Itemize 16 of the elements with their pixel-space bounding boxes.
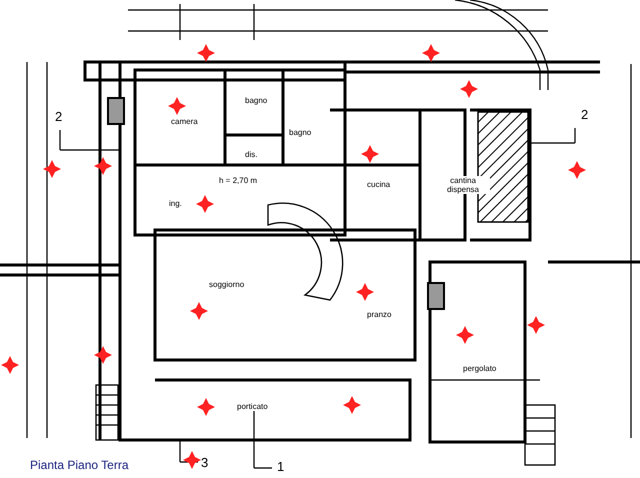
section-mark: 1 bbox=[276, 462, 286, 471]
section-mark: 3 bbox=[200, 458, 210, 467]
room-name: bagno bbox=[288, 128, 312, 137]
room-name: soggiorno bbox=[208, 280, 246, 289]
room-name: camera bbox=[170, 117, 199, 126]
room-name: pranzo bbox=[366, 310, 392, 319]
room-name: pergolato bbox=[462, 364, 498, 373]
section-mark: 2 bbox=[54, 112, 64, 121]
room-name: porticato bbox=[236, 402, 269, 411]
section-mark: 2 bbox=[580, 110, 590, 119]
height-note: h = 2,70 m bbox=[218, 176, 258, 185]
room-name: cucina bbox=[366, 180, 392, 189]
room-name: ing. bbox=[168, 199, 183, 208]
drawing-title: Pianta Piano Terra bbox=[30, 458, 129, 472]
room-name: dis. bbox=[244, 150, 258, 159]
room-name: bagno bbox=[244, 96, 268, 105]
